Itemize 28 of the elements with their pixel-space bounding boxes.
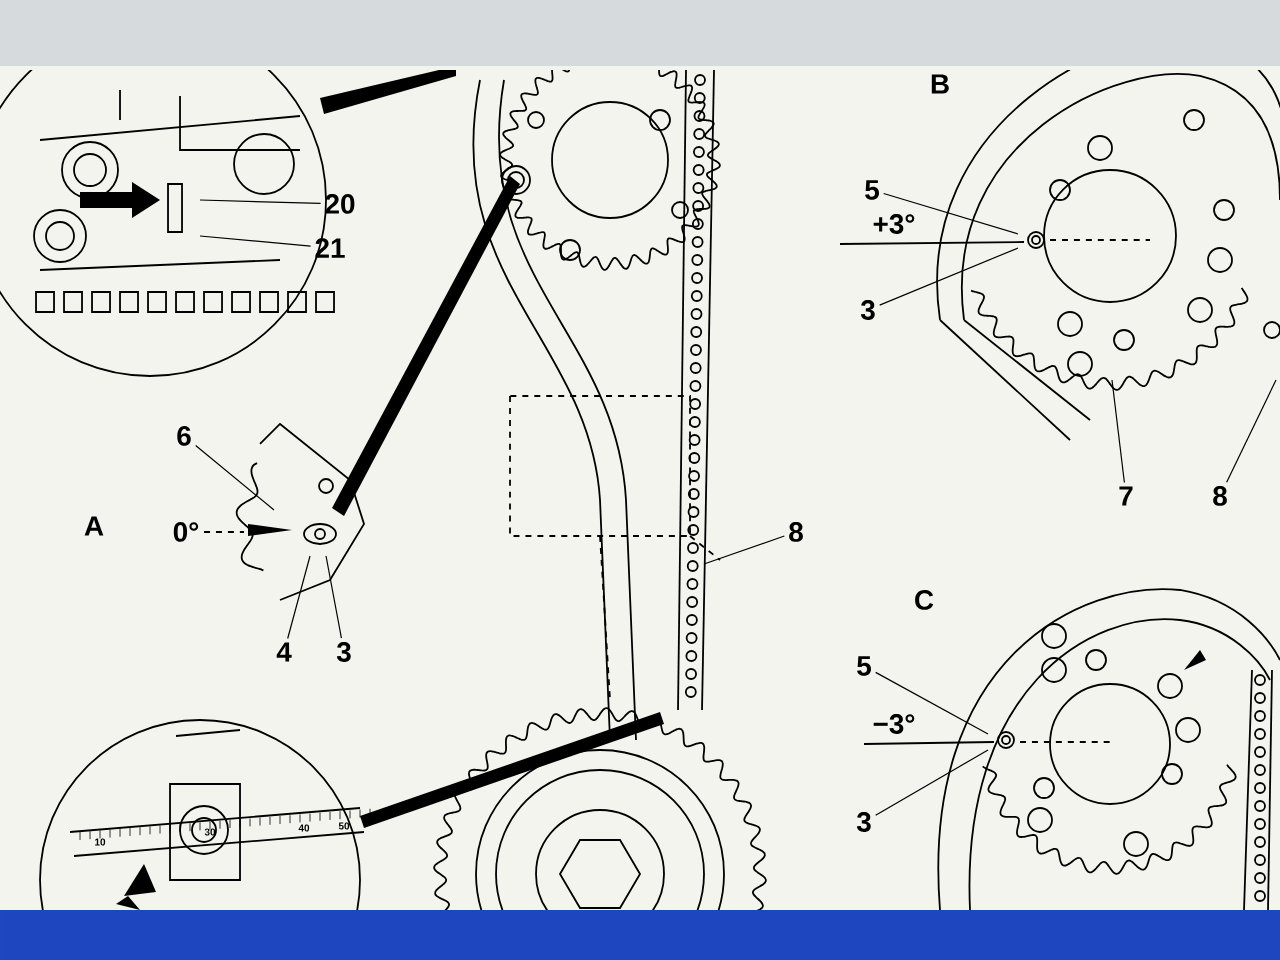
callout-number: 7 — [1119, 486, 1133, 506]
view-letter: A — [84, 516, 104, 536]
callout-number: 5 — [857, 656, 871, 676]
leader-line — [199, 199, 322, 205]
leader-line — [883, 192, 1019, 235]
callout-number: 8 — [1213, 486, 1227, 506]
angle-label: +3° — [873, 214, 915, 234]
callout-number: 3 — [336, 642, 351, 662]
leader-line — [875, 749, 989, 816]
leader-line — [195, 444, 275, 511]
callout-number: 3 — [860, 300, 875, 320]
leader-line — [287, 555, 311, 640]
leader-line — [703, 535, 785, 565]
callout-number: 8 — [789, 522, 803, 542]
leader-line — [1111, 379, 1125, 484]
view-letter: C — [915, 590, 934, 610]
angle-label: 0° — [173, 522, 199, 542]
view-letter: B — [931, 74, 949, 94]
callout-number: 5 — [865, 180, 879, 200]
callout-number: 3 — [856, 812, 871, 832]
leader-line — [325, 555, 343, 639]
callout-number: 4 — [276, 642, 292, 662]
leader-line — [1226, 379, 1277, 483]
leader-line — [875, 671, 989, 735]
angle-label: −3° — [873, 714, 915, 734]
leader-line — [879, 247, 1019, 306]
callout-number: 6 — [177, 426, 191, 446]
leader-line — [199, 235, 312, 247]
